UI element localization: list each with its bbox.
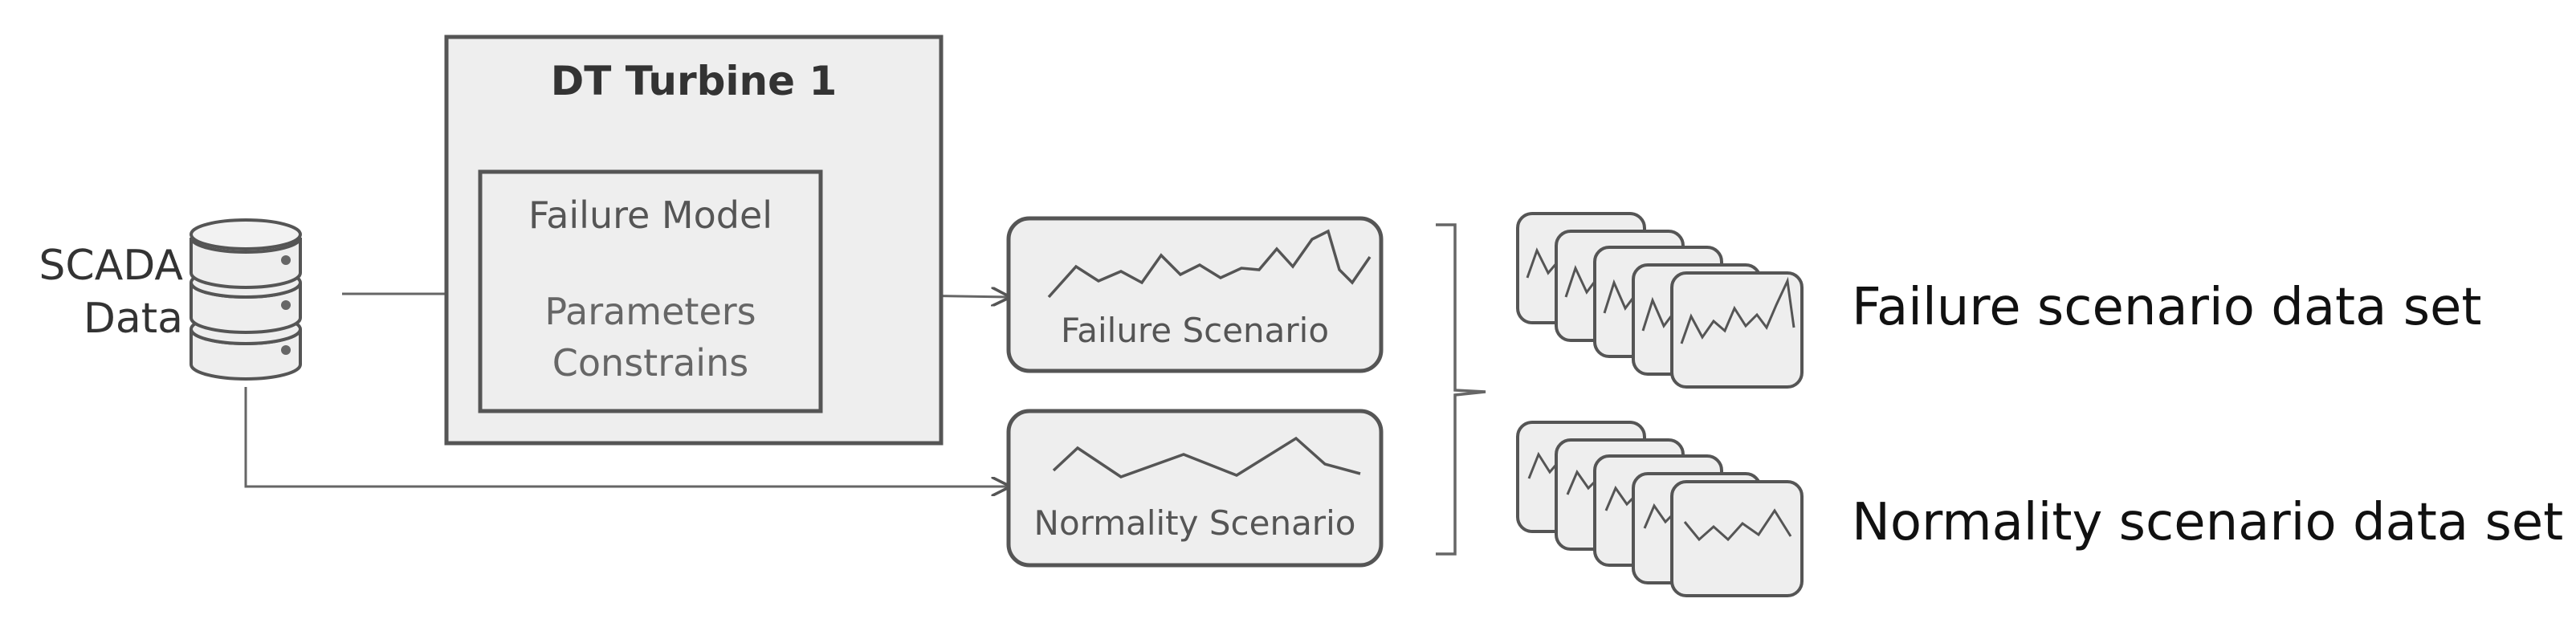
digital-twin-box: DT Turbine 1 Failure Model Parameters Co… [444, 35, 944, 446]
normality-dataset-stack [1516, 421, 1804, 597]
scada-source: SCADA Data [39, 218, 302, 381]
normality-dataset-label: Normality scenario data set [1852, 493, 2563, 552]
twin-title: DT Turbine 1 [551, 58, 838, 104]
failure-scenario-card: Failure Scenario [1006, 216, 1384, 373]
model-title: Failure Model [528, 193, 772, 237]
failure-dataset-stack [1516, 212, 1804, 389]
failure-model-box: Failure Model Parameters Constrains [478, 169, 823, 413]
failure-scenario-label: Failure Scenario [1061, 311, 1329, 350]
normality-scenario-card: Normality Scenario [1006, 409, 1384, 568]
normality-card-5 [1670, 480, 1804, 597]
parameters-label: Parameters [544, 290, 756, 333]
normality-scenario-label: Normality Scenario [1034, 503, 1356, 543]
database-icon [190, 218, 302, 381]
grouping-brace [1436, 223, 1486, 556]
arrow-scada-to-normality [244, 387, 1009, 487]
failure-signal-line [1047, 229, 1372, 299]
data-label: Data [84, 295, 183, 343]
failure-dataset-label: Failure scenario data set [1852, 278, 2482, 337]
failure-card-5 [1670, 271, 1804, 389]
constrains-label: Constrains [552, 341, 748, 385]
scada-label: SCADA [39, 242, 183, 290]
normality-signal-line [1052, 436, 1361, 478]
